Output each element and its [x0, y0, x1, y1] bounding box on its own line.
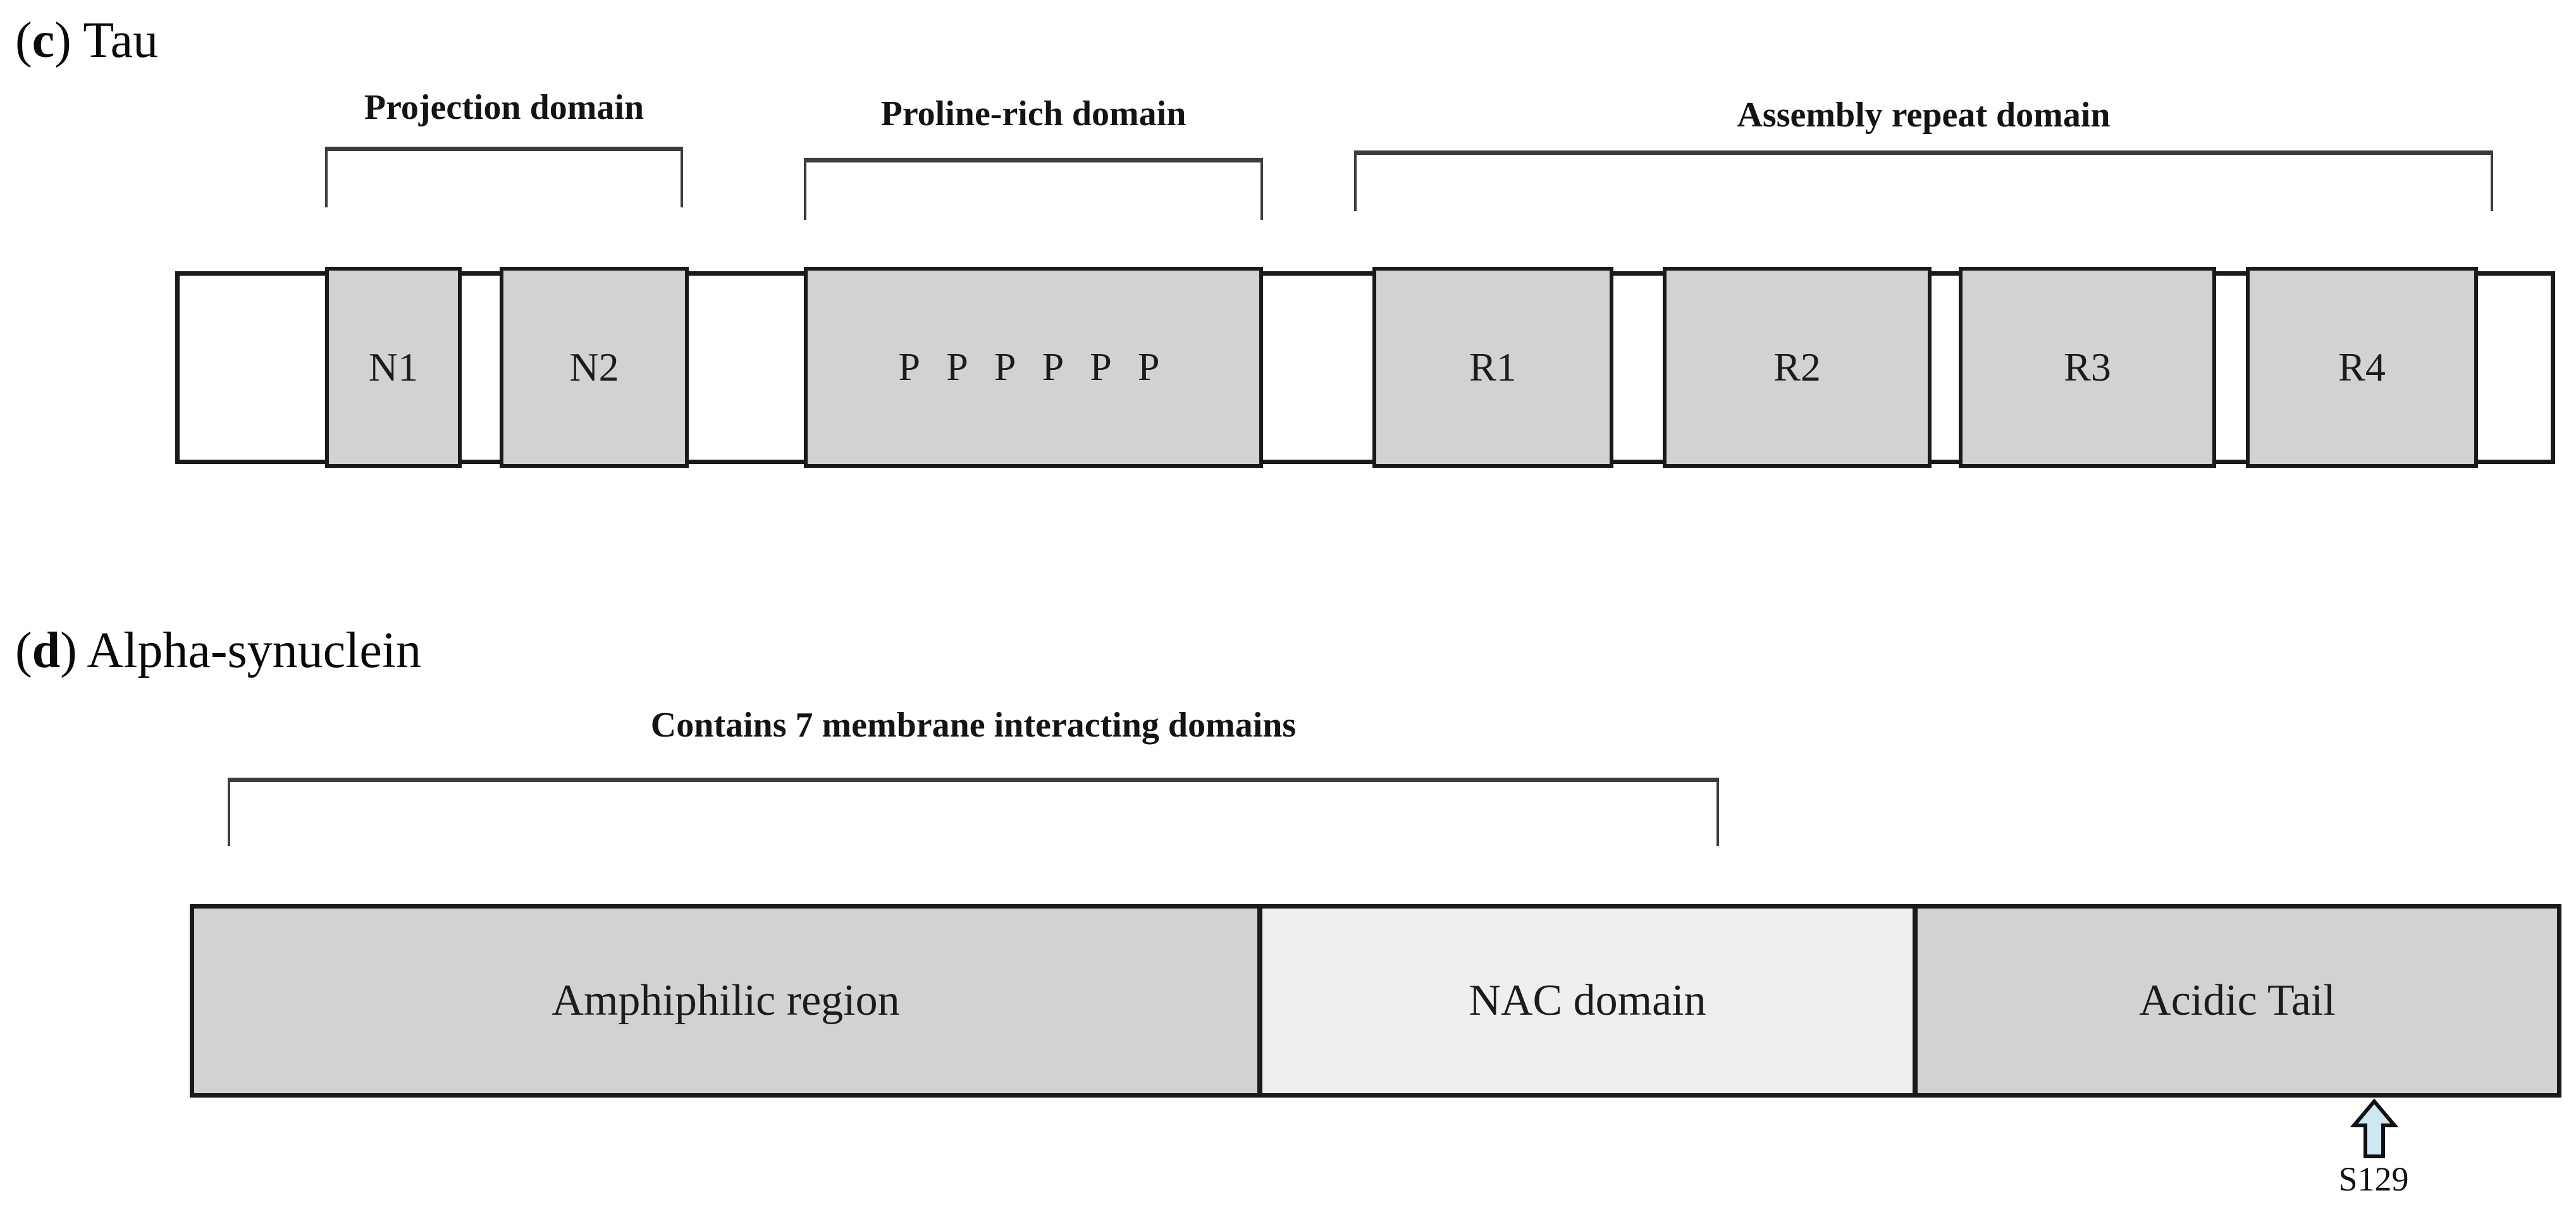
tau-box-r4: R4 [2246, 267, 2478, 468]
tau-box-proline-rich: P P P P P P [804, 267, 1263, 468]
panel-c-protein-name: Tau [71, 13, 159, 68]
segment-nac-domain: NAC domain [1258, 904, 1917, 1098]
membrane-domains-bracket [228, 778, 1719, 846]
segment-acidic-tail: Acidic Tail [1913, 904, 2561, 1098]
tau-box-r1: R1 [1372, 267, 1613, 468]
panel-d-title: (d) Alpha-synuclein [15, 623, 421, 678]
tau-box-n1: N1 [325, 267, 462, 468]
proline-rich-domain-bracket [804, 158, 1263, 220]
projection-domain-label: Projection domain [364, 88, 644, 127]
up-arrow-icon [2350, 1099, 2399, 1158]
assembly-repeat-domain-label: Assembly repeat domain [1737, 95, 2111, 135]
tau-box-r3: R3 [1959, 267, 2216, 468]
projection-domain-bracket [325, 147, 683, 207]
panel-d-paren-open: ( [15, 623, 32, 678]
panel-d-paren-close: ) [60, 623, 77, 678]
assembly-repeat-domain-bracket [1354, 150, 2493, 211]
panel-c-title: (c) Tau [15, 13, 158, 68]
segment-amphiphilic-region: Amphiphilic region [190, 904, 1262, 1098]
tau-box-r2: R2 [1663, 267, 1932, 468]
panel-c-letter: c [32, 13, 55, 68]
membrane-domains-label: Contains 7 membrane interacting domains [650, 706, 1297, 745]
panel-c-paren-open: ( [15, 13, 32, 68]
s129-site-label: S129 [2338, 1160, 2409, 1198]
panel-d-protein-name: Alpha-synuclein [77, 623, 422, 678]
tau-box-n2: N2 [500, 267, 689, 468]
panel-c-paren-close: ) [54, 13, 71, 68]
panel-d-letter: d [32, 623, 61, 678]
proline-rich-domain-label: Proline-rich domain [880, 94, 1186, 133]
